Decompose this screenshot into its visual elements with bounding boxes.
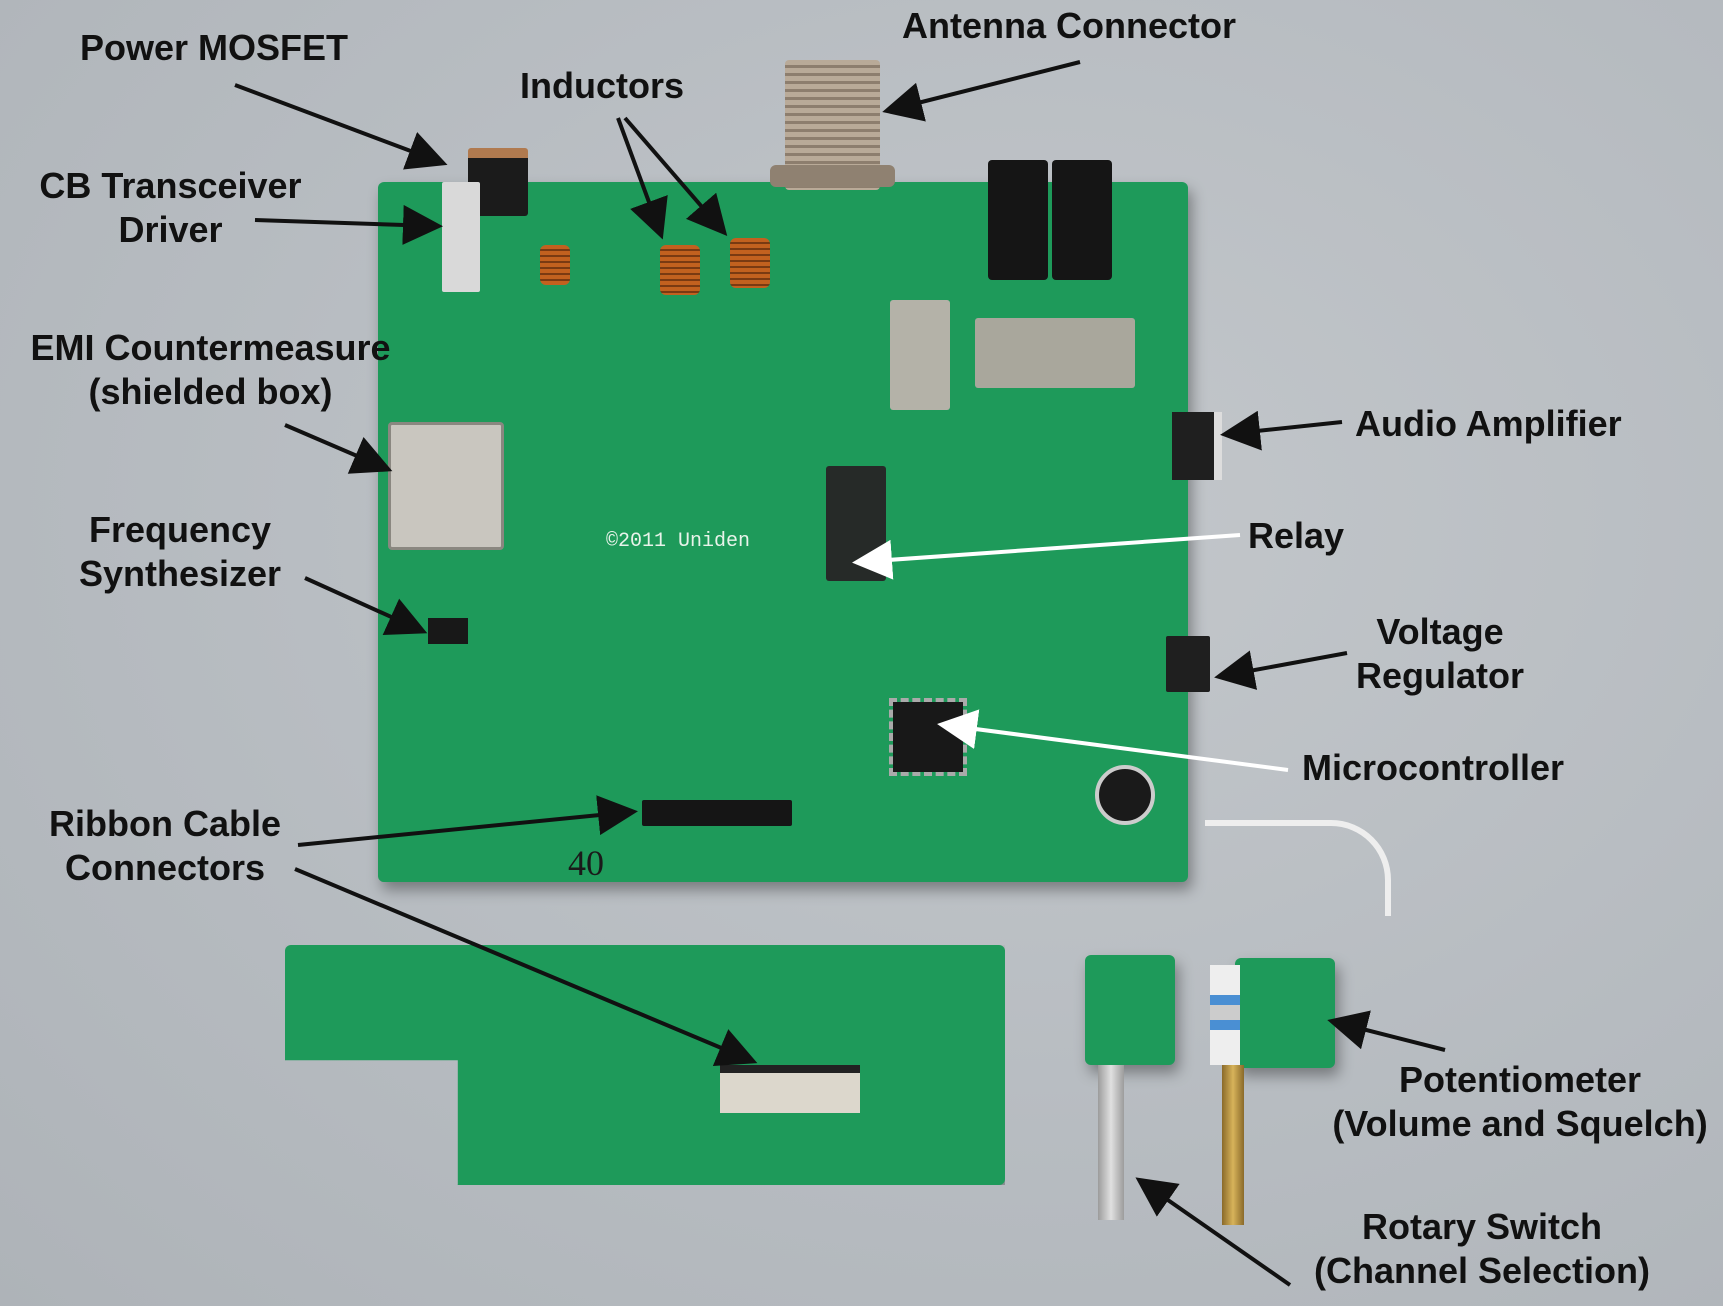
relay-component — [826, 466, 886, 581]
label-cb-transceiver-driver: CB Transceiver Driver — [39, 165, 302, 250]
antenna-connector-flange — [770, 165, 895, 187]
label-emi-countermeasure: EMI Countermeasure (shielded box) — [30, 327, 391, 412]
transformer-small — [890, 300, 950, 410]
inductor-1 — [660, 245, 700, 295]
potentiometer-body — [1210, 965, 1240, 1065]
inductor-3 — [540, 245, 570, 285]
synthesizer-chip — [428, 618, 468, 644]
rotary-switch-shaft — [1098, 1065, 1124, 1220]
label-inductors: Inductors — [520, 65, 685, 106]
electrolytic-capacitor — [1095, 765, 1155, 825]
rotary-switch-pcb — [1085, 955, 1175, 1065]
label-antenna-connector: Antenna Connector — [902, 5, 1237, 46]
label-relay: Relay — [1248, 515, 1345, 556]
microcontroller-chip — [889, 698, 967, 776]
wire-harness — [1205, 820, 1391, 916]
label-microcontroller: Microcontroller — [1302, 747, 1565, 788]
potentiometer-shaft — [1222, 1065, 1244, 1225]
uniden-marking: ©2011 Uniden — [606, 530, 751, 553]
label-ribbon-cable-connectors: Ribbon Cable Connectors — [49, 803, 281, 888]
handwritten-marking: 40 — [568, 843, 604, 883]
label-voltage-regulator: Voltage Regulator — [1355, 611, 1524, 696]
label-potentiometer: Potentiometer (Volume and Squelch) — [1332, 1059, 1708, 1144]
label-audio-amplifier: Audio Amplifier — [1355, 403, 1622, 444]
label-power-mosfet: Power MOSFET — [80, 27, 349, 68]
headphone-jack-2 — [1052, 160, 1112, 280]
label-rotary-switch: Rotary Switch (Channel Selection) — [1313, 1206, 1651, 1291]
voltage-regulator-component — [1166, 636, 1210, 692]
headphone-jack-1 — [988, 160, 1048, 280]
ribbon-connector-bottom — [720, 1065, 860, 1113]
emi-shield-box — [388, 422, 504, 550]
audio-amplifier-component — [1172, 412, 1222, 480]
inductor-2 — [730, 238, 770, 288]
driver-heatsink-component — [442, 182, 480, 292]
label-frequency-synthesizer: Frequency Synthesizer — [78, 509, 282, 594]
transformer-tf577 — [975, 318, 1135, 388]
potentiometer-pcb — [1235, 958, 1335, 1068]
ribbon-connector-top — [642, 800, 792, 826]
